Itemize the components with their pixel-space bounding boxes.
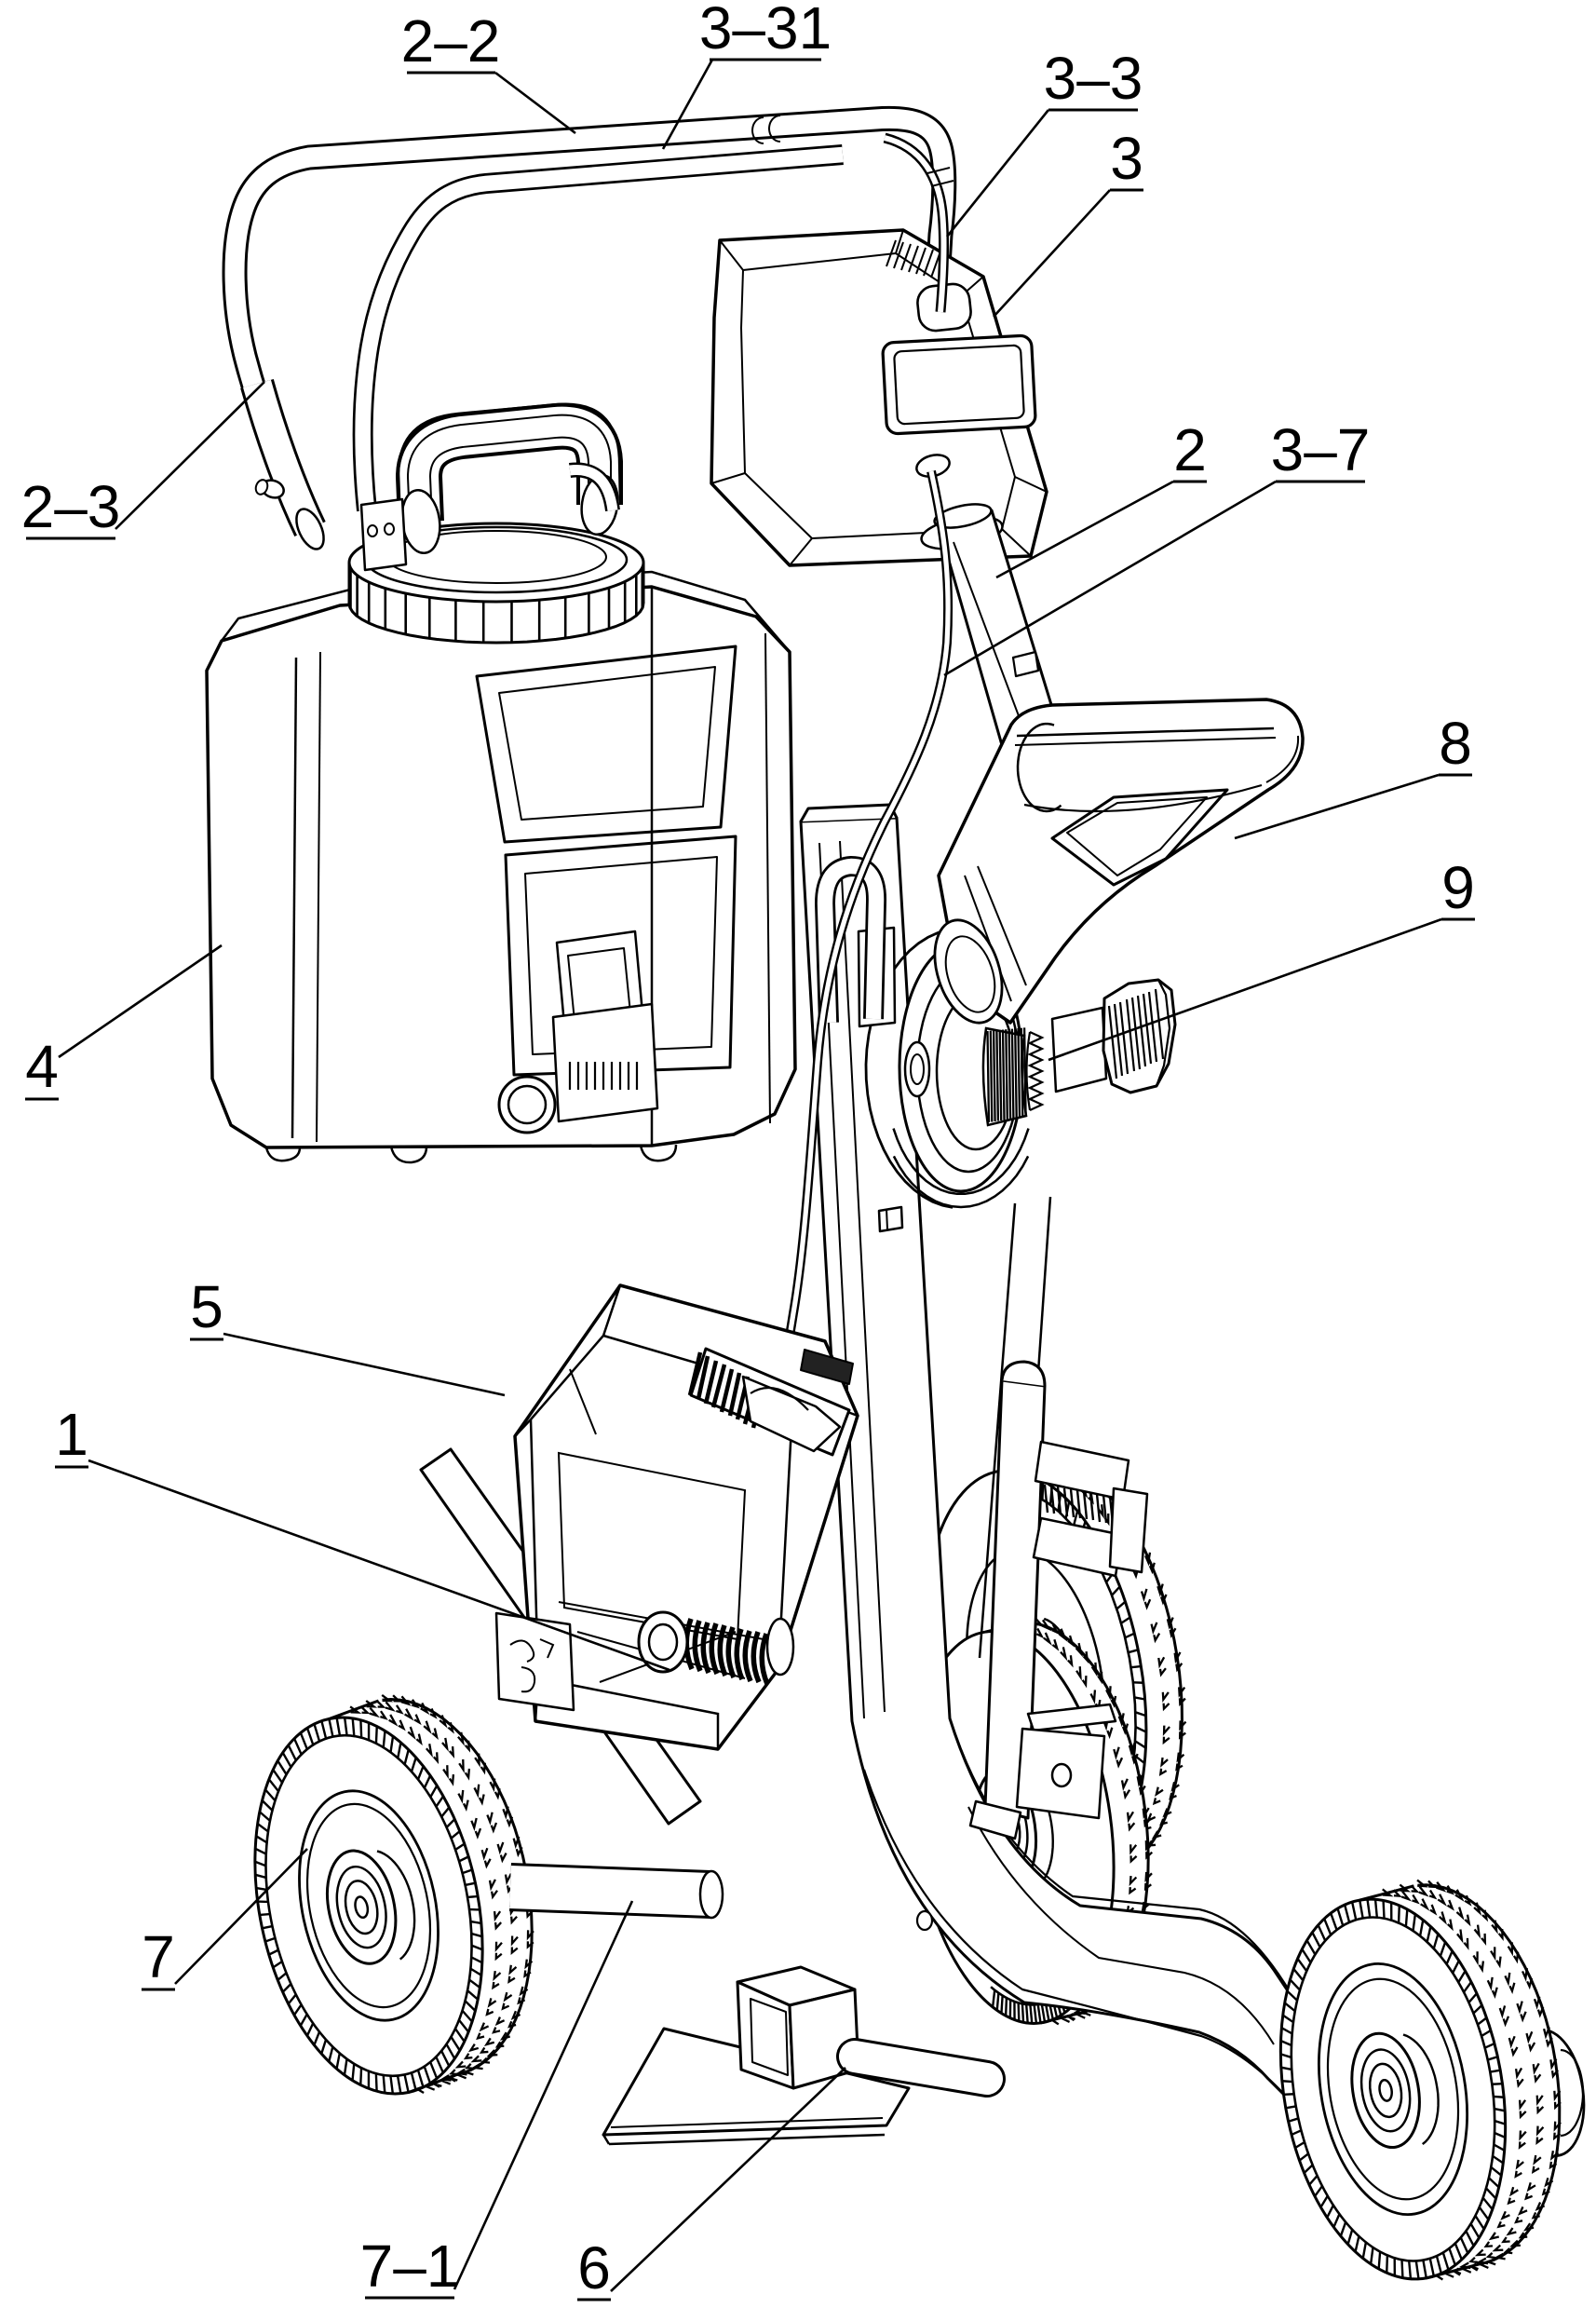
svg-text:3: 3 <box>1110 125 1143 192</box>
svg-text:7–1: 7–1 <box>360 2233 460 2300</box>
svg-text:3–7: 3–7 <box>1271 416 1371 483</box>
svg-text:5: 5 <box>190 1273 223 1340</box>
svg-text:3–3: 3–3 <box>1044 45 1143 112</box>
svg-text:9: 9 <box>1441 854 1475 921</box>
svg-text:8: 8 <box>1439 710 1472 777</box>
svg-text:3–31: 3–31 <box>699 0 832 61</box>
svg-text:7: 7 <box>142 1923 175 1990</box>
svg-text:6: 6 <box>577 2234 611 2301</box>
svg-text:4: 4 <box>25 1033 59 1100</box>
svg-text:2: 2 <box>1173 416 1207 483</box>
svg-text:1: 1 <box>55 1401 88 1468</box>
svg-text:2–2: 2–2 <box>401 7 501 75</box>
svg-text:2–3: 2–3 <box>21 473 121 540</box>
